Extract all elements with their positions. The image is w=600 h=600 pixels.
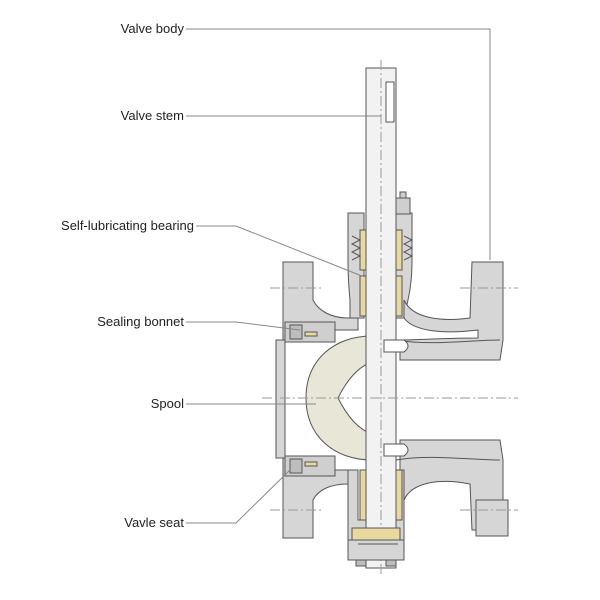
gland-bolt bbox=[395, 191, 411, 215]
label-valve-seat: Vavle seat bbox=[124, 515, 184, 530]
stem-guide-pins bbox=[383, 339, 409, 457]
packing-rings bbox=[350, 235, 414, 261]
label-self-lubricating-bearing: Self-lubricating bearing bbox=[61, 218, 194, 233]
spool bbox=[305, 335, 373, 461]
center-lines bbox=[262, 287, 518, 511]
label-spool: Spool bbox=[150, 396, 184, 411]
leader-lines bbox=[186, 28, 491, 524]
label-valve-stem: Valve stem bbox=[120, 108, 184, 123]
self-lubricating-bearing bbox=[359, 229, 403, 521]
sealing-bonnet bbox=[284, 321, 336, 477]
leader-valve-seat bbox=[186, 469, 291, 524]
valve-seat bbox=[347, 527, 405, 567]
leader-sealing-bonnet bbox=[186, 321, 301, 331]
valve-stem bbox=[365, 60, 397, 576]
label-sealing-bonnet: Sealing bonnet bbox=[97, 314, 184, 329]
body-bore bbox=[395, 339, 501, 461]
label-valve-body: Valve body bbox=[120, 21, 184, 36]
leader-bearing bbox=[196, 225, 363, 277]
leader-valve-body bbox=[186, 28, 491, 260]
